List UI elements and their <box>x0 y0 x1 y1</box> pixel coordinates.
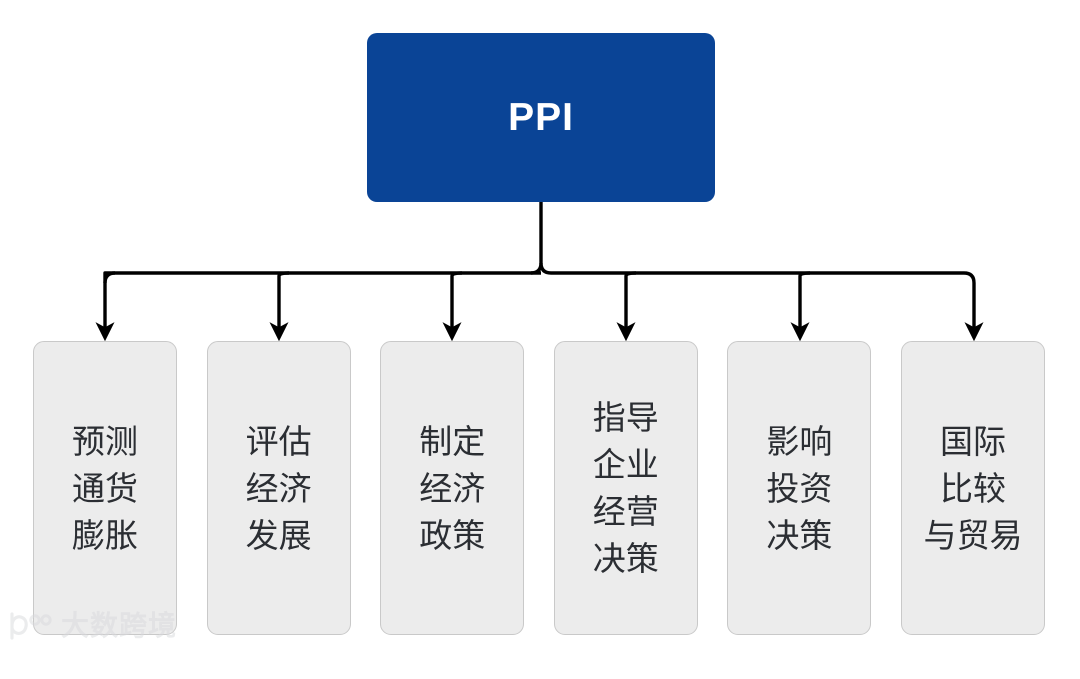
leaf-node-1[interactable]: 预测 通货 膨胀 <box>33 341 177 635</box>
leaf-node-1-label: 预测 通货 膨胀 <box>72 422 138 554</box>
connector-bus-left <box>103 271 541 284</box>
connector-stem <box>530 202 543 275</box>
watermark-text: 大数跨境 <box>61 610 178 641</box>
connector-joint-2 <box>277 271 290 283</box>
leaf-node-6[interactable]: 国际 比较 与贸易 <box>900 341 1045 635</box>
leaf-node-row: 预测 通货 膨胀 评估 经济 发展 制定 经济 政策 指导 企业 经营 决策 影… <box>33 341 1045 635</box>
connector-joint-5 <box>798 271 811 283</box>
connector-bus-right <box>539 262 976 284</box>
leaf-node-4[interactable]: 指导 企业 经营 决策 <box>553 341 698 635</box>
leaf-node-4-label: 指导 企业 经营 决策 <box>592 399 659 577</box>
leaf-node-3[interactable]: 制定 经济 政策 <box>380 341 525 635</box>
leaf-node-2[interactable]: 评估 经济 发展 <box>206 341 351 635</box>
connector-joint-3 <box>450 271 463 283</box>
leaf-node-5[interactable]: 影响 投资 决策 <box>727 341 872 635</box>
watermark: 大数跨境 <box>8 611 177 641</box>
root-node-label: PPI <box>508 96 574 139</box>
leaf-node-6-label: 国际 比较 与贸易 <box>923 422 1023 554</box>
root-node-ppi[interactable]: PPI <box>367 33 715 202</box>
watermark-logo-icon <box>8 611 54 641</box>
connector-joint-1 <box>103 271 115 283</box>
leaf-node-3-label: 制定 经济 政策 <box>419 422 486 554</box>
leaf-node-5-label: 影响 投资 决策 <box>766 422 833 554</box>
connector-joint-4 <box>624 271 637 283</box>
leaf-node-2-label: 评估 经济 发展 <box>245 422 312 554</box>
